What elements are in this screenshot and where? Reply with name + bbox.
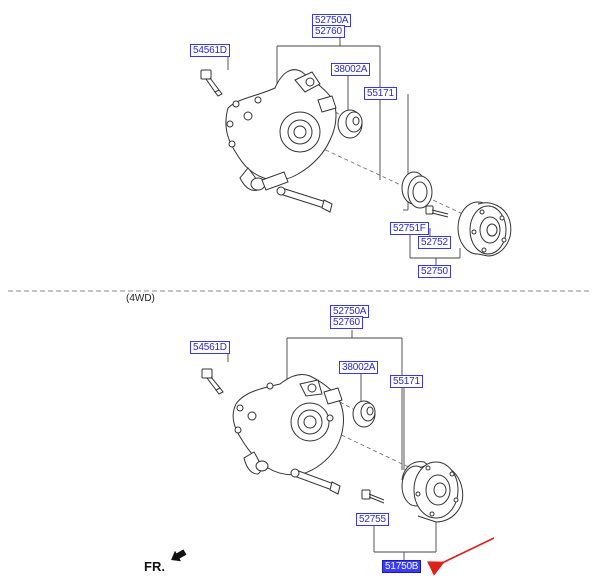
upper-label-52751F[interactable]: 52751F xyxy=(390,222,429,235)
upper-label-54561D[interactable]: 54561D xyxy=(190,44,230,57)
lower-long-bolt-drawing xyxy=(290,468,341,495)
upper-assembly xyxy=(200,34,512,266)
front-direction-arrow-icon xyxy=(171,549,187,562)
lower-label-55171[interactable]: 55171 xyxy=(390,375,423,388)
lower-bracket-lines xyxy=(213,330,437,561)
lower-bolt-54561D-drawing xyxy=(201,368,224,395)
upper-bracket-lines xyxy=(214,34,461,266)
upper-label-52760[interactable]: 52760 xyxy=(312,25,345,38)
lower-stud-52755-drawing xyxy=(361,489,385,504)
lower-label-38002A[interactable]: 38002A xyxy=(339,361,379,374)
lower-label-52755[interactable]: 52755 xyxy=(356,513,389,526)
lower-bushing-38002A-drawing xyxy=(352,400,376,428)
lower-hub-assembly-51750B-drawing xyxy=(401,461,464,523)
upper-label-55171[interactable]: 55171 xyxy=(364,87,397,100)
upper-knuckle-drawing xyxy=(225,69,337,191)
upper-bolt-54561D-drawing xyxy=(200,69,223,97)
upper-hub-52750-drawing xyxy=(457,201,512,257)
lower-label-51750B-highlighted[interactable]: 51750B xyxy=(382,560,422,573)
red-pointer-arrow-icon xyxy=(426,537,495,576)
upper-label-52752[interactable]: 52752 xyxy=(418,236,451,249)
lower-label-52760[interactable]: 52760 xyxy=(330,316,363,329)
upper-bearing-52751F-drawing xyxy=(401,171,433,209)
upper-long-bolt-drawing xyxy=(276,186,333,213)
upper-assembly-axes xyxy=(239,107,481,223)
upper-bushing-38002A-drawing xyxy=(337,109,363,139)
lower-knuckle-drawing xyxy=(232,373,344,476)
upper-stud-52752-drawing xyxy=(425,205,449,218)
section-tag-4wd: (4WD) xyxy=(126,293,155,304)
lower-label-54561D[interactable]: 54561D xyxy=(190,341,230,354)
front-direction-label: FR. xyxy=(144,559,165,574)
upper-label-38002A[interactable]: 38002A xyxy=(331,63,371,76)
upper-label-52750[interactable]: 52750 xyxy=(418,265,451,278)
lower-assembly xyxy=(201,330,464,561)
